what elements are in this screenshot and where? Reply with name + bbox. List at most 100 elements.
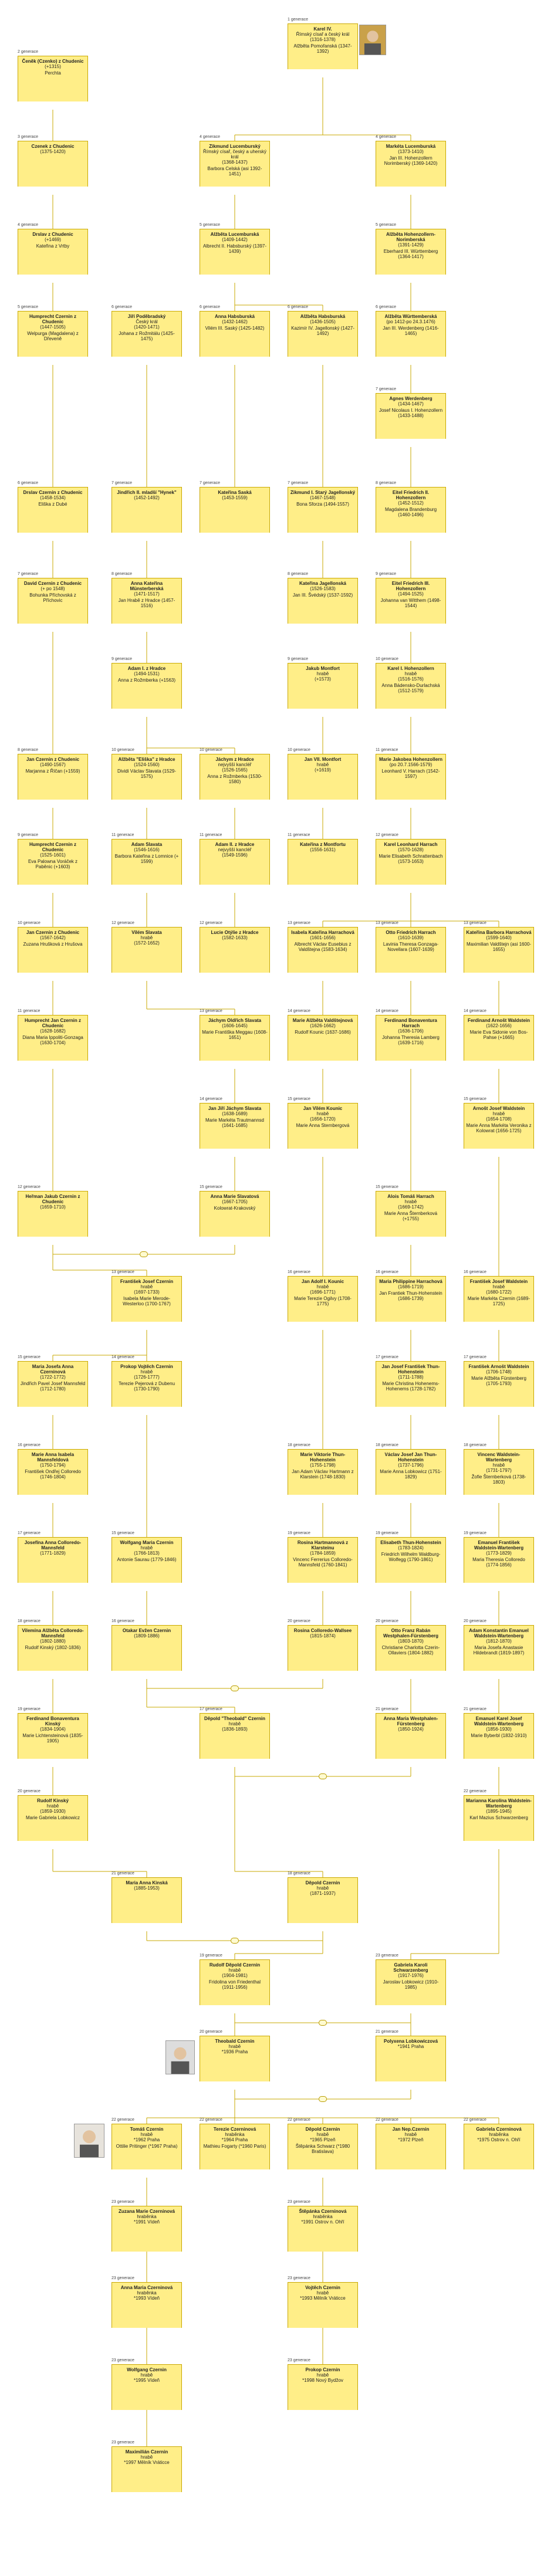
person-card-eitel1[interactable]: Eitel Friedrich II. Hohenzollern(1452-15… <box>376 487 446 533</box>
person-card-ferdb[interactable]: Ferdinand Bonaventura Harrach(1636-1706)… <box>376 1015 446 1061</box>
person-card-eitel2[interactable]: Eitel Friedrich III. Hohenzollern(1494-1… <box>376 578 446 624</box>
person-card-annah[interactable]: Anna Habsburská(1432-1462)Vilém III. Sas… <box>200 311 270 357</box>
person-card-mariakar[interactable]: Marianna Karolína Waldstein-Wartenberg(1… <box>464 1795 534 1841</box>
person-card-vaclavj[interactable]: Václav Josef Jan Thun-Hohenstein(1737-17… <box>376 1449 446 1495</box>
person-card-katerinas[interactable]: Kateřina Saská(1453-1559) <box>200 487 270 533</box>
person-card-janjj[interactable]: Jan Jiří Jáchym Slavata(1638-1689)Marie … <box>200 1103 270 1149</box>
person-card-mariev[interactable]: Marie Viktorie Thun-Hohenstein(1755-1798… <box>288 1449 358 1495</box>
person-card-ottofr[interactable]: Otto Friedrich Harrach(1610-1639)Lavinia… <box>376 927 446 973</box>
person-card-marketa[interactable]: Markéta Lucemburská(1373-1410)Jan III. H… <box>376 141 446 187</box>
person-card-zikmund1[interactable]: Zikmund I. Starý Jagellonský(1467-1548)B… <box>288 487 358 533</box>
person-card-albeta2[interactable]: Alžběta Hohenzollern-Norimberská(1391-14… <box>376 229 446 275</box>
person-card-humprecht1[interactable]: Humprecht Czernin z Chudenic(1447-1505)W… <box>18 311 88 357</box>
person-card-karel2[interactable]: Karel Leonhard Harrach(1570-1628)Marie E… <box>376 839 446 885</box>
person-card-adam1[interactable]: Adam I. z Hradce(1494-1531)Anna z Rožmbe… <box>111 663 182 709</box>
person-card-gabriela[interactable]: Gabriela Karoli Schwarzenberg(1917-1976)… <box>376 1959 446 2005</box>
person-card-ottofranz[interactable]: Otto Franz Rabán Westphalen-Fürstenberg(… <box>376 1625 446 1671</box>
person-card-annamw[interactable]: Anna Maria Westphalen-Fürstenberg(1850-1… <box>376 1713 446 1759</box>
person-card-adamk[interactable]: Adam Konstantin Emanuel Waldstein-Warten… <box>464 1625 534 1671</box>
person-card-marieai[interactable]: Marie Anna Isabela Mannsfeldová(1750-179… <box>18 1449 88 1495</box>
person-card-rosinac[interactable]: Rosina Colloredo-Wallsee(1815-1874) <box>288 1625 358 1671</box>
generation-label: 10 generace <box>376 657 398 661</box>
person-card-katbar[interactable]: Kateřina Barbora Harrachová(1599-1640)Ma… <box>464 927 534 973</box>
person-card-ferdar[interactable]: Ferdinand Arnošt Waldstein(1622-1656)Mar… <box>464 1015 534 1061</box>
person-card-emkarl[interactable]: Emanuel Karel Josef Waldstein-Wartenberg… <box>464 1713 534 1759</box>
person-card-humprecht2[interactable]: Humprecht Czernin z Chudenic(1525-1601)E… <box>18 839 88 885</box>
person-card-mariaj2[interactable]: Maria Josefa Anna Czerninová(1722-1772)J… <box>18 1361 88 1407</box>
person-card-isabela[interactable]: Isabela Kateřina Harrachová(1601-1656)Al… <box>288 927 358 973</box>
person-card-jan1[interactable]: Jan Czernin z Chudenic(1490-1567)Marjann… <box>18 754 88 800</box>
person-card-josefjan[interactable]: Josefína Anna Colloredo-Mannsfeld(1771-1… <box>18 1537 88 1583</box>
person-card-katm[interactable]: Kateřina z Montfortu(1556-1631) <box>288 839 358 885</box>
person-card-polyxena[interactable]: Polyxena Lobkowiczová*1941 Praha <box>376 2036 446 2081</box>
person-card-otakar[interactable]: Otakar Evžen Czernin(1809-1886) <box>111 1625 182 1671</box>
person-card-drslav[interactable]: Drslav z Chudenic(+1469)Kateřina z Vrtby <box>18 229 88 275</box>
person-card-katj[interactable]: Kateřina Jagellonská(1526-1583)Jan III. … <box>288 578 358 624</box>
person-card-lucie[interactable]: Lucie Otýlie z Hradce(1582-1633) <box>200 927 270 973</box>
person-card-annamsl[interactable]: Anna Marie Slavatová(1667-1705)Kolowrat-… <box>200 1191 270 1237</box>
person-card-david[interactable]: David Czernin z Chudenic(+ po 1548)Bohun… <box>18 578 88 624</box>
person-card-hrmjak[interactable]: Heřman Jakub Czernin z Chudenic(1659-171… <box>18 1191 88 1237</box>
person-card-janjosfr[interactable]: Jan Josef František Thun-Hohenstein(1711… <box>376 1361 446 1407</box>
person-card-alzbetaeliska[interactable]: Alžběta "Eliška" z Hradce(1524-1560)Divi… <box>111 754 182 800</box>
person-card-karel4[interactable]: Karel IV.Římský císař a český král(1316-… <box>288 23 358 69</box>
person-card-albeta1[interactable]: Alžběta Lucemburská(1409-1442)Albrecht I… <box>200 229 270 275</box>
person-card-albetah[interactable]: Alžběta Habsburská(1436-1505)Kazimír IV.… <box>288 311 358 357</box>
person-card-marieal[interactable]: Marie Alžběta Valdštejnová(1626-1662)Rud… <box>288 1015 358 1061</box>
person-card-czenek[interactable]: Czenek z Chudenic(1375-1420) <box>18 141 88 187</box>
person-card-mariaj[interactable]: Marie Jakobea Hohenzollern(po 20.7.1566-… <box>376 754 446 800</box>
person-card-emanuelfr[interactable]: Emanuel František Waldstein-Wartenberg(1… <box>464 1537 534 1583</box>
person-card-mariaak[interactable]: Maria Anna Kinská(1885-1953) <box>111 1877 182 1923</box>
person-card-vilemina[interactable]: Vilemína Alžběta Colloredo-Mannsfeld(180… <box>18 1625 88 1671</box>
person-card-mariaph[interactable]: Maria Philippine Harrachová(1686-1719)Ja… <box>376 1276 446 1322</box>
person-card-rosina[interactable]: Rosina Hartmannová z Klarsteinu(1784-185… <box>288 1537 358 1583</box>
person-card-frarn[interactable]: František Arnošt Waldstein(1706-1748)Mar… <box>464 1361 534 1407</box>
person-card-drslav2[interactable]: Drslav Czernin z Chudenic(1458-1534)Eliš… <box>18 487 88 533</box>
person-card-agnesw[interactable]: Agnes Werdenberg(1434-1467)Josef Nicolau… <box>376 393 446 439</box>
person-card-ferdbon[interactable]: Ferdinand Bonaventura Kinský(1834-1904)M… <box>18 1713 88 1759</box>
person-card-jindrich[interactable]: Jindřich II. mladší "Hynek"(1452-1492) <box>111 487 182 533</box>
person-card-humprecht3[interactable]: Humprecht Jan Czernin z Chudenic(1628-16… <box>18 1015 88 1061</box>
person-card-elisabeth[interactable]: Elisabeth Thun-Hohenstein(1783-1824)Frie… <box>376 1537 446 1583</box>
person-card-annam[interactable]: Anna Kateřina Münsterberská(1471-1517)Ja… <box>111 578 182 624</box>
person-card-adamsl[interactable]: Adam Slavata(1546-1616)Barbora Kateřina … <box>111 839 182 885</box>
person-card-cenek[interactable]: Čeněk (Czenko) z Chudenic(+1315)Perchta <box>18 56 88 101</box>
person-card-jachymold[interactable]: Jáchym Oldřich Slavata(1606-1645)Marie F… <box>200 1015 270 1061</box>
person-card-albetaw[interactable]: Alžběta Württemberská(po 1412-po 24.3.14… <box>376 311 446 357</box>
person-card-jan2[interactable]: Jan Czernin z Chudenic(1567-1642)Zuzana … <box>18 927 88 973</box>
